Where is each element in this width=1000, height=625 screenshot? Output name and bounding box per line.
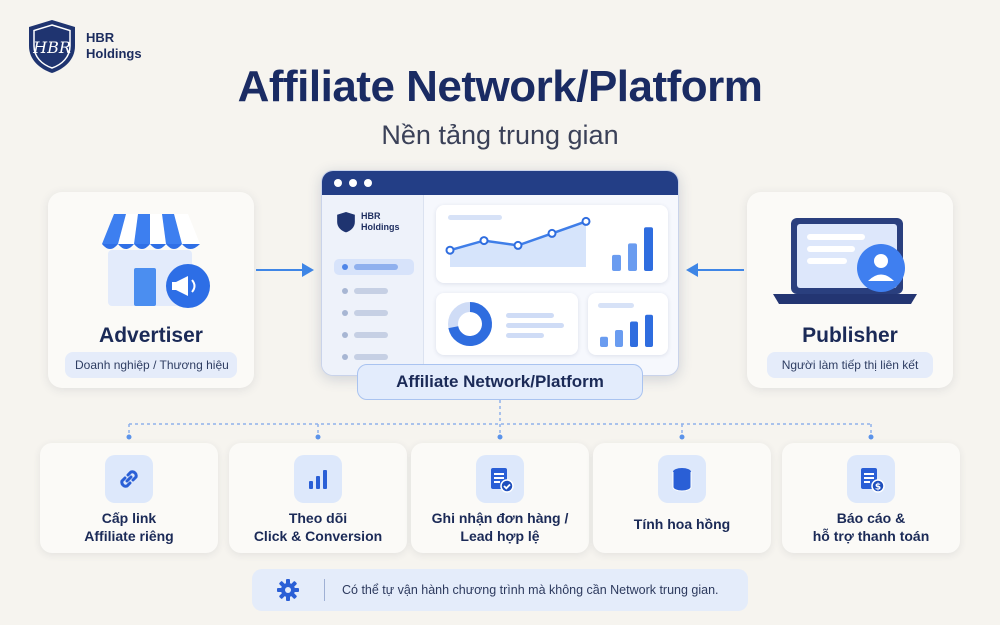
donut-chart (448, 302, 564, 346)
bar-chart-bar (644, 227, 653, 271)
advertiser-arrow (256, 269, 306, 271)
page-title: Affiliate Network/Platform (237, 62, 763, 111)
sidebar-item-active[interactable] (334, 259, 414, 275)
bar-chart-bar (612, 254, 621, 271)
line-chart-point (445, 245, 455, 255)
shield-logo-icon: HBR (29, 20, 75, 73)
window-dot (364, 179, 372, 187)
logo-monogram: HBR (32, 38, 71, 57)
sidebar-item[interactable] (334, 285, 414, 297)
link-icon (105, 455, 153, 503)
platform-label: Affiliate Network/Platform (357, 364, 643, 400)
gear-icon (277, 579, 299, 601)
legend-bar (506, 313, 554, 318)
publisher-desc: Người làm tiếp thị liên kết (767, 352, 933, 378)
chart-heading-bar (448, 215, 502, 220)
storefront-megaphone-icon (102, 214, 210, 308)
bar-chart-bar (645, 314, 653, 347)
feature-connectors (126, 400, 874, 442)
bar-chart-bar (615, 330, 623, 347)
feature-card-orders: Ghi nhận đơn hàng /Lead hợp lệ (411, 443, 589, 553)
svg-text:$: $ (875, 483, 881, 493)
bar-chart-bar (628, 243, 637, 271)
chart-heading-bar (598, 303, 634, 308)
publisher-arrow (694, 269, 744, 271)
mini-shield-icon (337, 212, 355, 233)
feature-card-commission: Tính hoa hồng (593, 443, 771, 553)
donut-slice (448, 302, 492, 346)
sidebar-bar (354, 264, 398, 270)
bar-chart-panel (588, 293, 668, 355)
line-chart-point (479, 236, 489, 246)
mini-logo-line-2: Holdings (361, 222, 400, 232)
feature-label: Tính hoa hồng (633, 516, 731, 532)
advertiser-name: Advertiser (99, 324, 203, 347)
order-check-icon (476, 455, 524, 503)
bar-chart-bar (630, 321, 638, 347)
line-chart (445, 215, 653, 271)
publisher-name: Publisher (802, 324, 898, 347)
feature-label: Báo cáo &hỗ trợ thanh toán (812, 510, 930, 544)
platform-window: HBR Holdings (321, 170, 679, 376)
bar-chart-icon (294, 455, 342, 503)
feature-card-report: $ Báo cáo &hỗ trợ thanh toán (782, 443, 960, 553)
line-chart-point (581, 216, 591, 226)
logo-line-2: Holdings (86, 46, 142, 61)
sidebar-item[interactable] (334, 351, 414, 363)
laptop-user-icon (773, 218, 917, 304)
line-chart-area (450, 221, 586, 267)
line-chart-panel (436, 205, 668, 283)
sidebar-item[interactable] (334, 329, 414, 341)
page-subtitle: Nền tảng trung gian (381, 120, 619, 150)
legend-bar (506, 323, 564, 328)
mini-logo: HBR Holdings (336, 211, 400, 233)
sidebar-bullet (342, 264, 348, 270)
advertiser-card: Advertiser Doanh nghiệp / Thương hiệu (48, 192, 254, 388)
arrow-right-icon (302, 263, 314, 277)
note-text: Có thể tự vận hành chương trình mà không… (342, 583, 719, 597)
publisher-card: Publisher Người làm tiếp thị liên kết (747, 192, 953, 388)
mini-logo-line-1: HBR (361, 211, 381, 221)
note-divider (324, 579, 325, 601)
report-dollar-icon: $ (847, 455, 895, 503)
brand-logo: HBR HBR Holdings (26, 18, 142, 74)
arrow-left-icon (686, 263, 698, 277)
window-sidebar: HBR Holdings (322, 195, 424, 375)
advertiser-desc: Doanh nghiệp / Thương hiệu (65, 352, 237, 378)
donut-panel (436, 293, 578, 355)
line-chart-point (513, 240, 523, 250)
sidebar-item[interactable] (334, 307, 414, 319)
window-dot (349, 179, 357, 187)
window-titlebar (322, 171, 678, 195)
logo-line-1: HBR (86, 30, 115, 45)
bar-chart-small (598, 303, 653, 347)
note-bar: Có thể tự vận hành chương trình mà không… (252, 569, 748, 611)
window-dot (334, 179, 342, 187)
feature-label: Ghi nhận đơn hàng /Lead hợp lệ (431, 510, 569, 544)
coins-stack-icon (658, 455, 706, 503)
line-chart-point (547, 228, 557, 238)
legend-bar (506, 333, 544, 338)
bar-chart-bar (600, 336, 608, 347)
